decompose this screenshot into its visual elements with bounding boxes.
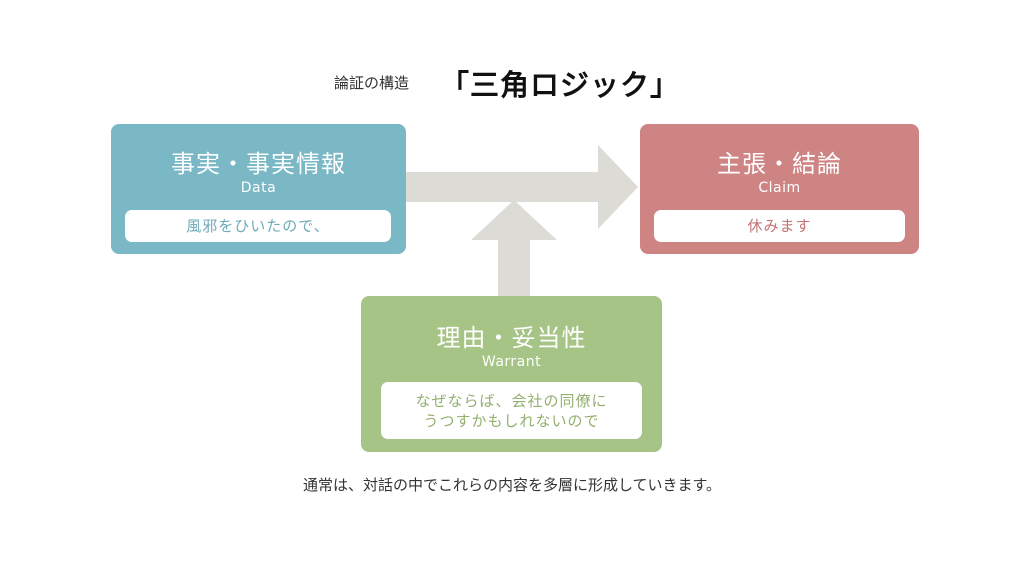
- warrant-box: 理由・妥当性 Warrant なぜならば、会社の同僚に うつすかもしれないので: [361, 296, 662, 452]
- claim-title: 主張・結論: [717, 150, 842, 178]
- data-title: 事実・事実情報: [171, 150, 346, 178]
- warrant-english-label: Warrant: [481, 354, 542, 370]
- warrant-example-line-2: うつすかもしれないので: [423, 411, 600, 430]
- warrant-title: 理由・妥当性: [436, 324, 587, 352]
- page-title: 「三角ロジック」: [440, 68, 681, 102]
- warrant-to-arrow-arrow: [471, 200, 557, 296]
- data-english-label: Data: [240, 180, 277, 196]
- data-to-claim-arrow: [406, 145, 638, 229]
- title-row: 論証の構造 「三角ロジック」: [0, 62, 1024, 102]
- claim-box: 主張・結論 Claim 休みます: [640, 124, 919, 254]
- claim-example: 休みます: [654, 210, 905, 242]
- data-example: 風邪をひいたので、: [125, 210, 391, 242]
- subtitle: 論証の構造: [334, 74, 410, 92]
- warrant-example-line-1: なぜならば、会社の同僚に: [415, 391, 608, 410]
- warrant-example: なぜならば、会社の同僚に うつすかもしれないので: [381, 382, 642, 439]
- footer-note: 通常は、対話の中でこれらの内容を多層に形成していきます。: [302, 476, 722, 494]
- claim-english-label: Claim: [758, 180, 801, 196]
- data-box: 事実・事実情報 Data 風邪をひいたので、: [111, 124, 406, 254]
